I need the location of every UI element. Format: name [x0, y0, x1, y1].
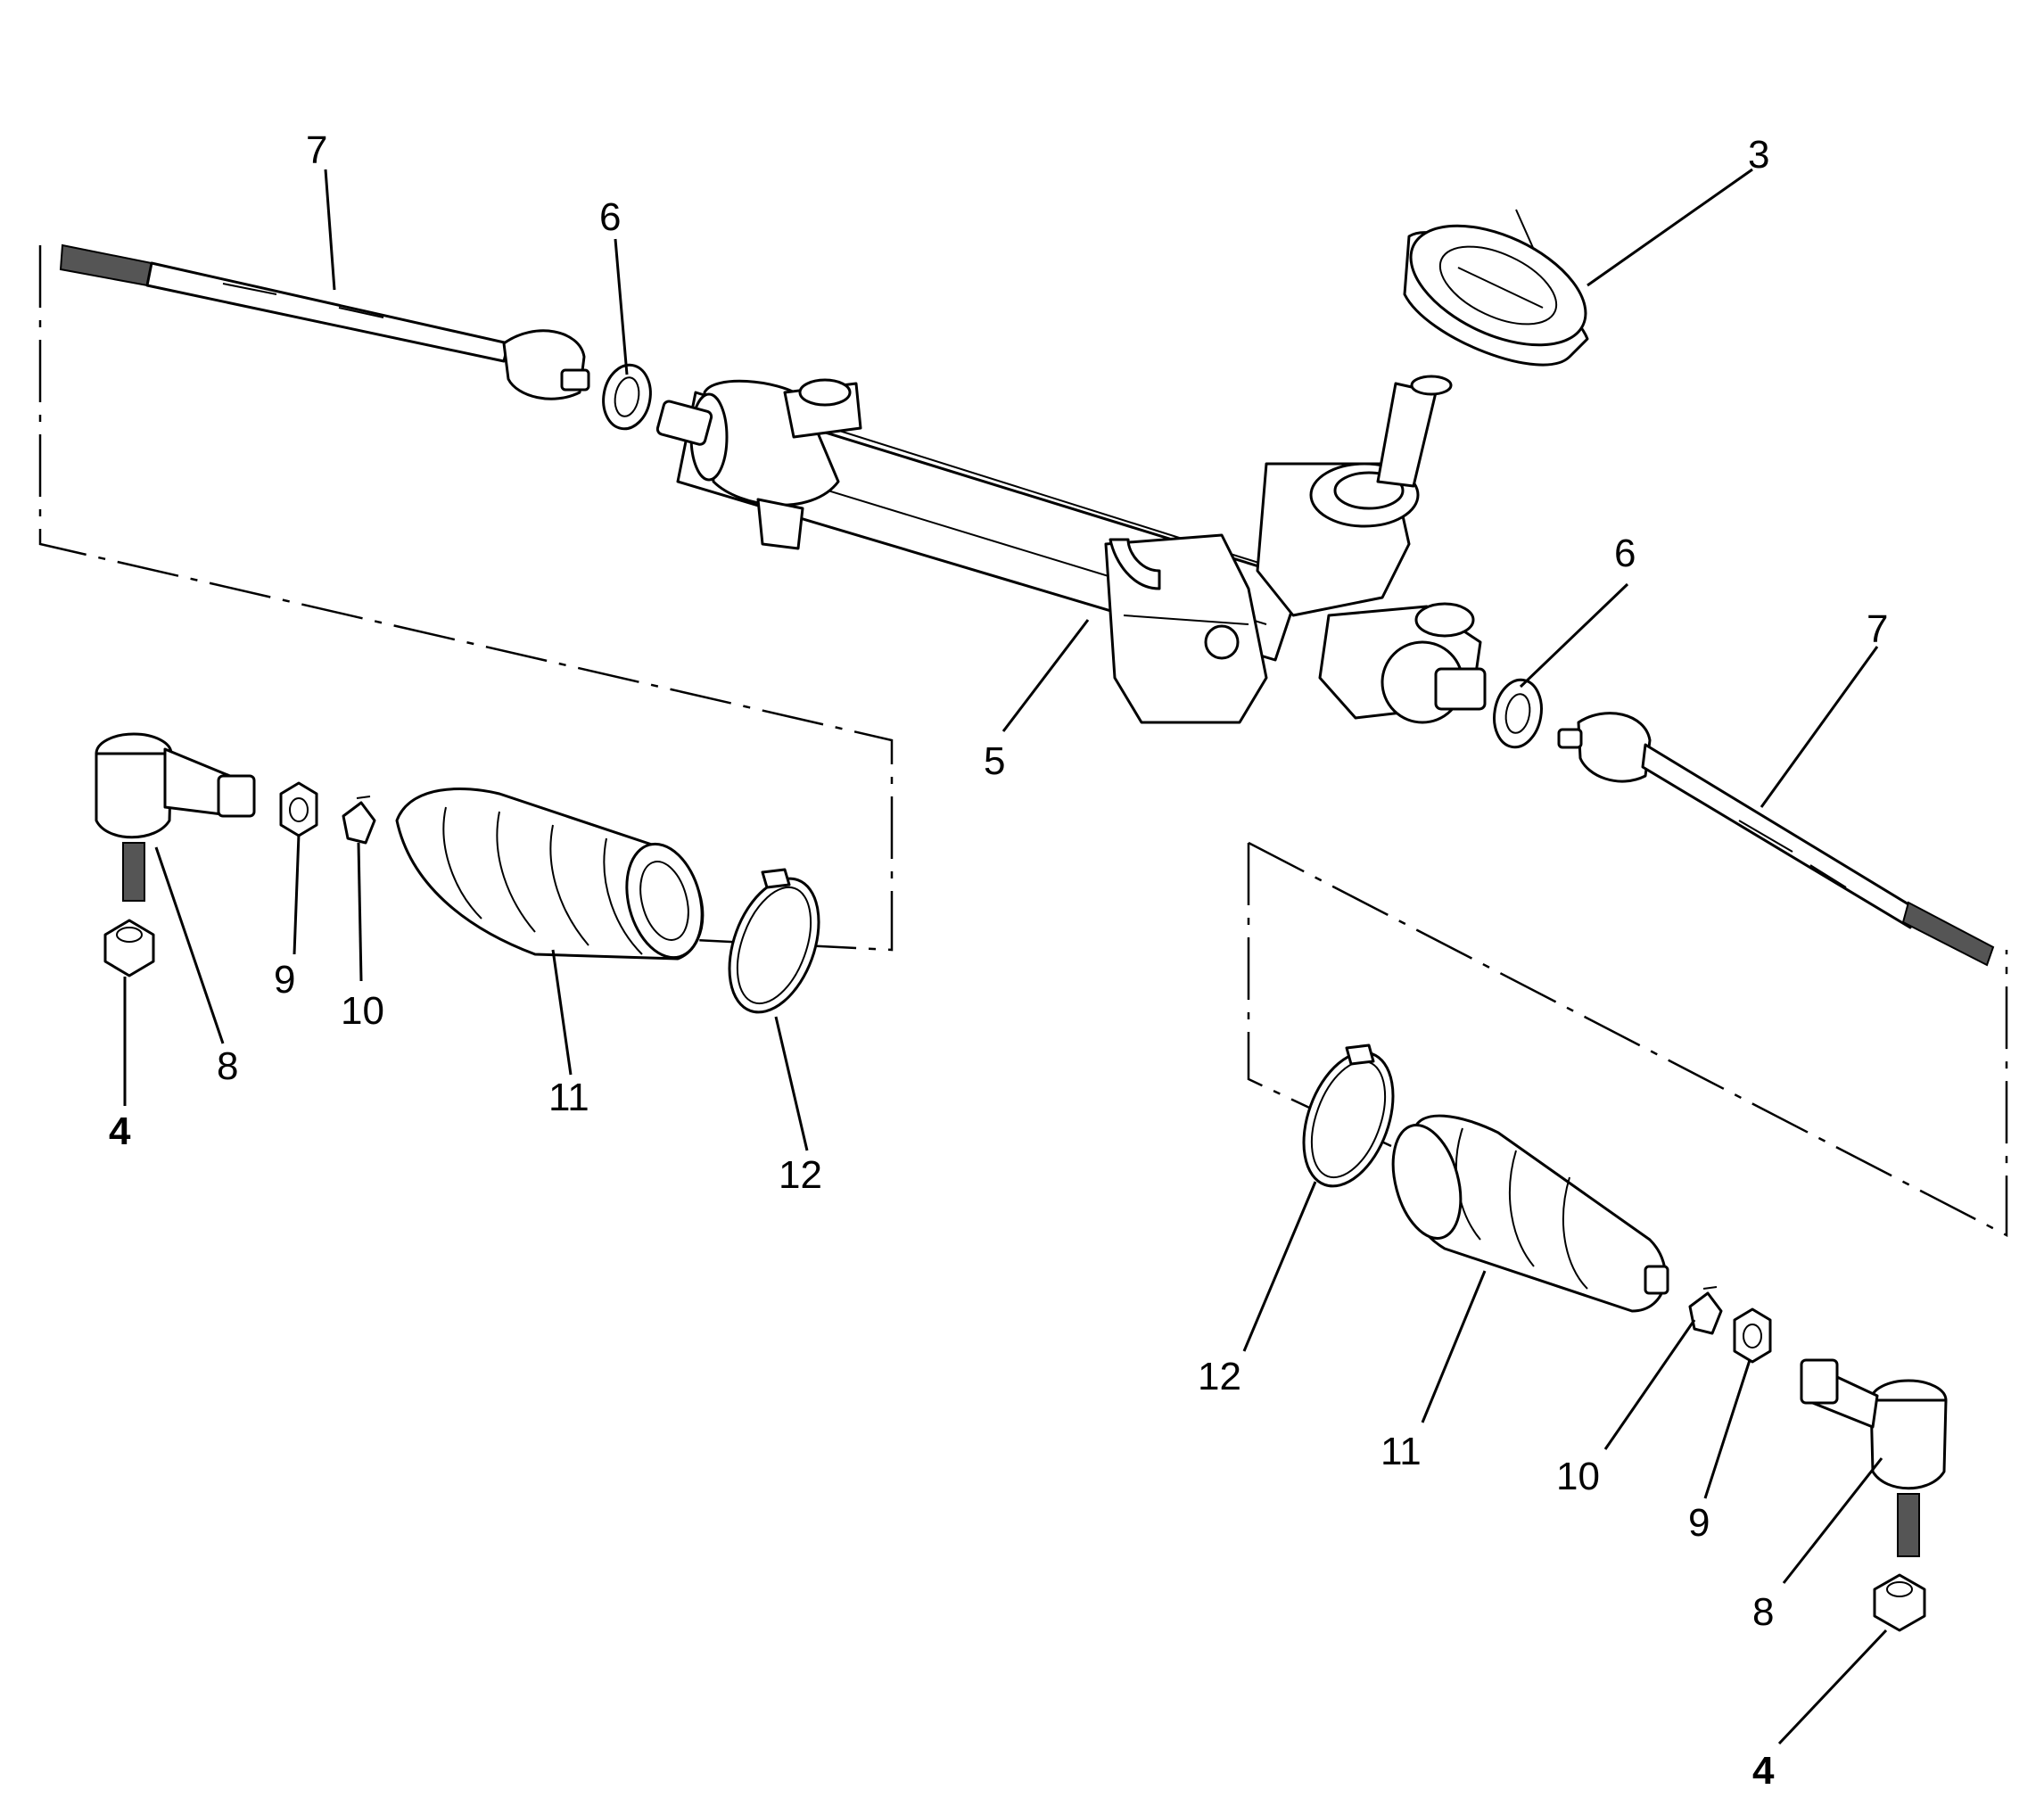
callout-8-right: 8 — [1752, 1590, 1774, 1634]
boot-clamp-small-left — [342, 796, 376, 845]
nut-right — [1873, 1573, 1926, 1632]
callout-labels: 7 6 3 5 6 7 9 10 8 11 12 4 12 11 10 9 8 … — [109, 128, 1888, 1793]
callout-11-left: 11 — [548, 1076, 589, 1119]
callout-5: 5 — [984, 739, 1005, 783]
boot-clamp-small-right — [1688, 1286, 1723, 1335]
callout-11-right: 11 — [1381, 1430, 1422, 1473]
callout-7-right: 7 — [1867, 607, 1888, 651]
outer-tie-rod-end-left — [95, 732, 256, 902]
callout-6-left: 6 — [599, 195, 621, 239]
outer-tie-rod-end-right — [1800, 1358, 1948, 1557]
inner-tie-rod-left — [59, 243, 590, 400]
callout-7-left: 7 — [306, 128, 327, 172]
callout-10-left: 10 — [341, 989, 384, 1033]
boot-clamp-large-left — [728, 868, 820, 1014]
callout-9-left: 9 — [274, 958, 295, 1002]
bellows-boot-left — [395, 787, 705, 961]
callout-9-right: 9 — [1688, 1501, 1710, 1545]
pinion-seal — [1403, 209, 1589, 367]
callout-12-left: 12 — [779, 1153, 822, 1197]
bellows-boot-right — [1391, 1114, 1669, 1313]
callout-8-left: 8 — [217, 1044, 238, 1088]
callout-12-right: 12 — [1198, 1355, 1241, 1398]
callout-4-left: 4 — [109, 1109, 131, 1153]
callout-6-right: 6 — [1614, 532, 1636, 575]
jam-nut-right — [1733, 1307, 1772, 1364]
lock-ring-right — [1493, 678, 1543, 749]
callout-4-right: 4 — [1752, 1749, 1775, 1793]
callout-10-right: 10 — [1556, 1455, 1600, 1498]
lock-ring-left — [602, 363, 652, 431]
callout-3: 3 — [1748, 133, 1769, 177]
nut-left — [103, 919, 155, 977]
jam-nut-left — [279, 781, 318, 837]
boot-clamp-large-right — [1302, 1043, 1395, 1188]
leader-lines — [123, 168, 1888, 1745]
inner-tie-rod-right — [1557, 712, 1995, 967]
steering-gear-housing — [655, 375, 1487, 724]
